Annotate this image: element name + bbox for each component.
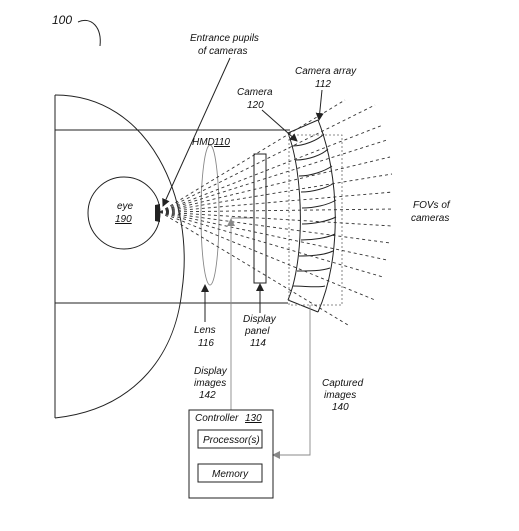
captured-images-line [272, 305, 311, 459]
fovs-label-1: FOVs of [413, 200, 451, 211]
controller-label: Controller [195, 413, 239, 424]
display-panel-label-2: panel [244, 326, 270, 337]
eye-ref: 190 [115, 214, 132, 225]
camera-label: Camera [237, 87, 273, 98]
eye-pupil [155, 204, 160, 222]
hmd-ref: 110 [214, 137, 230, 148]
figure-number: 100 [52, 13, 72, 27]
entrance-pupils-label-2: of cameras [198, 46, 247, 57]
fov-rays [159, 99, 394, 326]
lens-ref: 116 [198, 338, 214, 349]
controller-box [188, 409, 274, 499]
entrance-pupils-label-1: Entrance pupils [190, 33, 259, 44]
controller-ref: 130 [245, 413, 262, 424]
display-images-ref: 142 [199, 390, 216, 401]
lens-label: Lens [194, 325, 216, 336]
memory-label: Memory [212, 469, 249, 480]
display-panel-ref: 114 [250, 338, 266, 349]
hmd-label: HMD [192, 137, 215, 148]
eye-circle [87, 176, 161, 250]
eye-label: eye [117, 201, 134, 212]
figure-number-leader [77, 20, 101, 47]
camera-ref: 120 [247, 100, 264, 111]
camera-array-bound [288, 134, 343, 306]
captured-images-label-1: Captured [322, 378, 364, 389]
captured-images-label-2: images [324, 390, 356, 401]
display-images-label-2: images [194, 378, 226, 389]
camera-array-label: Camera array [295, 66, 357, 77]
memory-box [197, 463, 263, 483]
camera-array-arrow [315, 89, 324, 121]
camera-arrow [261, 109, 298, 142]
head-outline [54, 94, 185, 419]
processor-box [197, 429, 263, 449]
fovs-label-2: cameras [411, 213, 449, 224]
processor-label: Processor(s) [203, 435, 260, 446]
display-panel-label-1: Display [243, 314, 277, 325]
lens [200, 144, 220, 286]
entrance-pupils-arrow [162, 57, 231, 207]
camera-array-ref: 112 [315, 79, 331, 90]
display-images-label-1: Display [194, 366, 228, 377]
captured-images-ref: 140 [332, 402, 349, 413]
camera-array [287, 119, 337, 313]
